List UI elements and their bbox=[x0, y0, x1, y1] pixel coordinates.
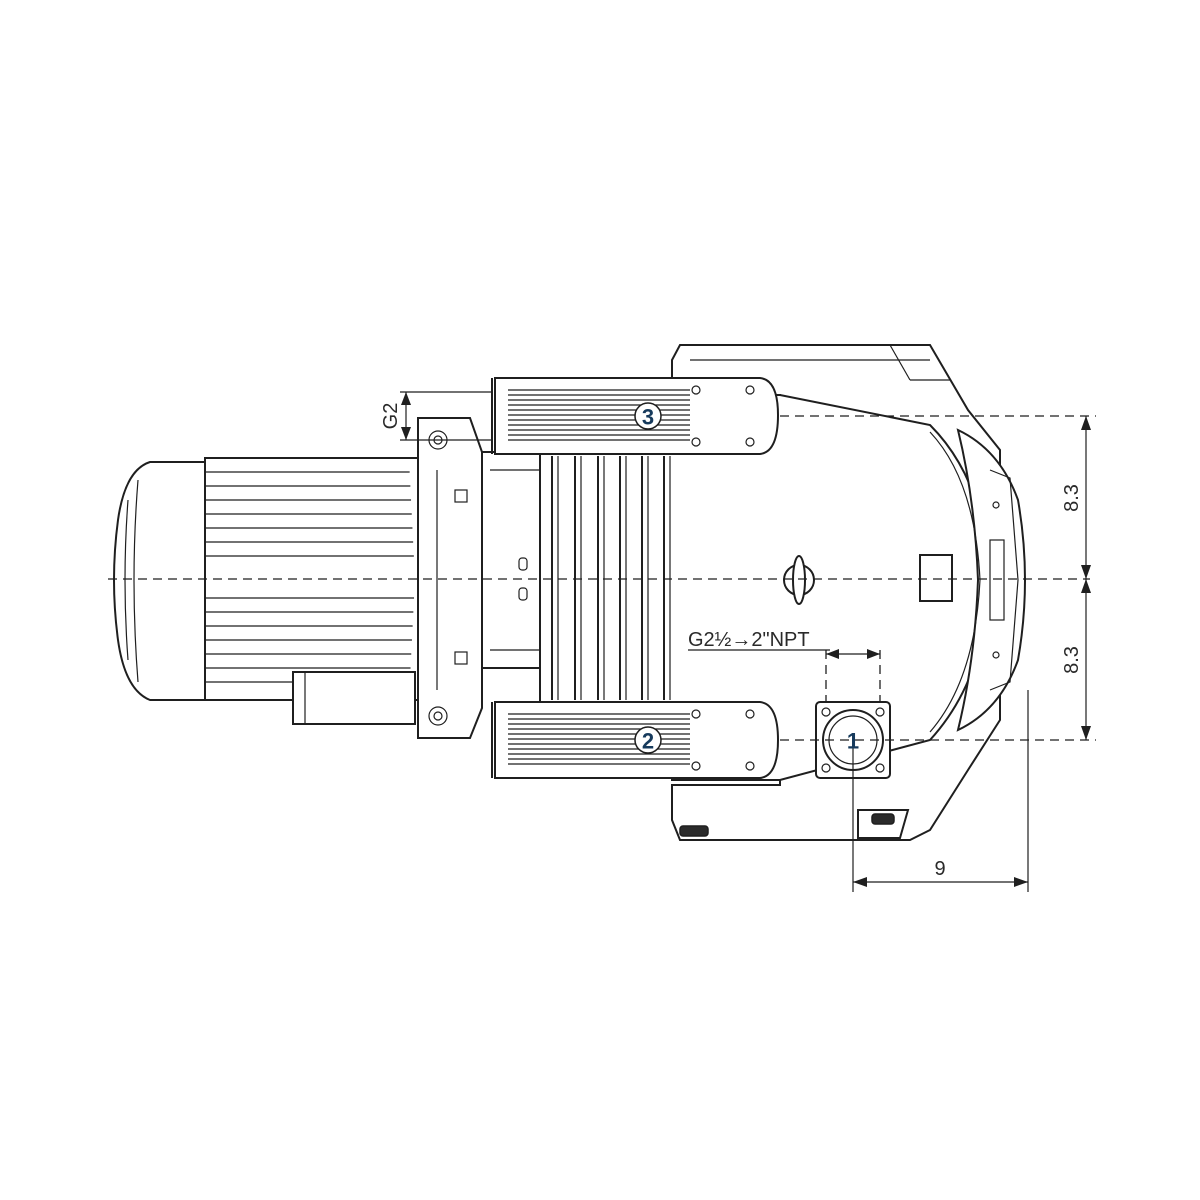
port-badge-2: 2 bbox=[634, 726, 662, 754]
dim-upper-height: 8.3 bbox=[1061, 484, 1083, 512]
dim-port-offset: 9 bbox=[934, 858, 945, 880]
motor bbox=[113, 417, 543, 739]
dim-vent-thread: G2 bbox=[380, 403, 402, 430]
svg-text:3: 3 bbox=[642, 405, 654, 430]
motor-cooling-fins bbox=[205, 471, 415, 683]
port-badge-1: 1 bbox=[847, 729, 859, 754]
svg-text:1: 1 bbox=[847, 729, 859, 754]
pump-housing bbox=[539, 344, 1026, 841]
dimension-lines bbox=[400, 391, 1096, 892]
dim-suction-thread: G2½→2"NPT bbox=[688, 629, 810, 651]
port-badge-3: 3 bbox=[634, 402, 662, 430]
svg-text:2: 2 bbox=[642, 729, 654, 754]
impeller-slats bbox=[551, 456, 671, 700]
dim-lower-height: 8.3 bbox=[1061, 646, 1083, 674]
